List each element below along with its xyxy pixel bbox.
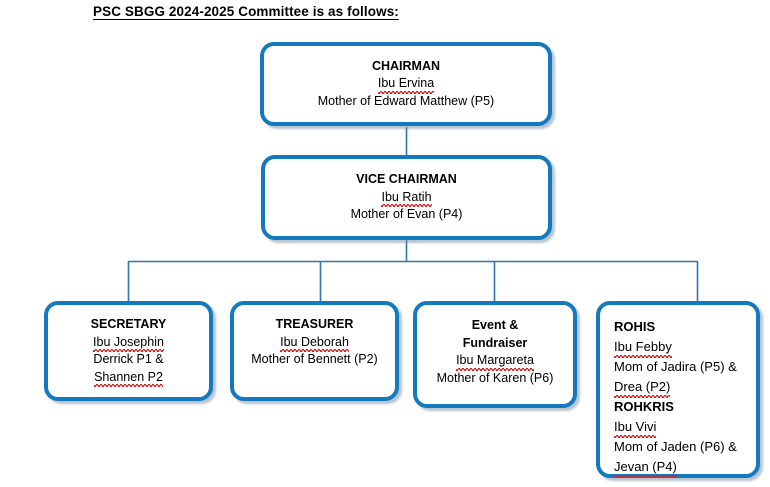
chairman-role: CHAIRMAN: [371, 58, 441, 73]
chairman-name-text: Ibu Ervina: [377, 75, 435, 94]
secretary-name: Ibu Josephin: [93, 334, 164, 352]
secretary-detail-1: Derrick P1 &: [93, 352, 164, 366]
rohis-name-text: Ibu Febby: [614, 337, 672, 358]
rohkris-role: ROHKRIS: [614, 399, 674, 414]
node-chairman[interactable]: CHAIRMAN Ibu Ervina Mother of Edward Mat…: [260, 42, 552, 126]
node-vice-chairman[interactable]: VICE CHAIRMAN Ibu Ratih Mother of Evan (…: [261, 155, 552, 240]
page-title: PSC SBGG 2024-2025 Committee is as follo…: [93, 4, 399, 19]
rohis-detail-2-text: Drea (P2): [614, 377, 671, 398]
chairman-name: Ibu Ervina: [377, 75, 435, 94]
rohkris-name: Ibu Vivi: [614, 417, 657, 438]
vice-chairman-detail: Mother of Evan (P4): [350, 207, 463, 222]
rohkris-detail-1: Mom of Jaden (P6) &: [614, 439, 737, 454]
treasurer-detail: Mother of Bennett (P2): [251, 352, 378, 366]
secretary-role: SECRETARY: [90, 317, 167, 331]
vice-chairman-role: VICE CHAIRMAN: [356, 172, 457, 187]
event-fundraiser-detail: Mother of Karen (P6): [436, 370, 554, 385]
treasurer-name-text: Ibu Deborah: [280, 334, 349, 352]
node-rohis-rohkris[interactable]: ROHIS Ibu Febby Mom of Jadira (P5) & Dre…: [596, 301, 760, 478]
node-event-fundraiser[interactable]: Event & Fundraiser Ibu Margareta Mother …: [413, 301, 577, 408]
rohis-role: ROHIS: [614, 319, 656, 334]
rohkris-detail-2-text: Jevan (P4): [614, 457, 677, 478]
secretary-detail-2: Shannen P2: [94, 369, 163, 387]
treasurer-name: Ibu Deborah: [280, 334, 349, 352]
rohkris-detail-2: Jevan (P4): [614, 457, 677, 478]
treasurer-role: TREASURER: [275, 317, 354, 331]
vice-chairman-name-text: Ibu Ratih: [381, 189, 432, 207]
vice-chairman-name: Ibu Ratih: [381, 189, 432, 207]
rohis-detail-1: Mom of Jadira (P5) &: [614, 359, 737, 374]
event-fundraiser-name: Ibu Margareta: [456, 352, 534, 370]
node-treasurer[interactable]: TREASURER Ibu Deborah Mother of Bennett …: [230, 301, 399, 401]
rohis-detail-2: Drea (P2): [614, 377, 671, 398]
rohis-name: Ibu Febby: [614, 337, 672, 358]
chairman-detail: Mother of Edward Matthew (P5): [317, 93, 495, 108]
event-fundraiser-name-text: Ibu Margareta: [456, 352, 534, 370]
rohkris-name-text: Ibu Vivi: [614, 417, 657, 438]
secretary-detail-2-text: Shannen P2: [94, 369, 163, 387]
node-secretary[interactable]: SECRETARY Ibu Josephin Derrick P1 & Shan…: [44, 301, 213, 401]
event-fundraiser-role-1: Event &: [471, 318, 519, 332]
secretary-name-text: Ibu Josephin: [93, 334, 164, 352]
event-fundraiser-role-2: Fundraiser: [462, 335, 528, 350]
